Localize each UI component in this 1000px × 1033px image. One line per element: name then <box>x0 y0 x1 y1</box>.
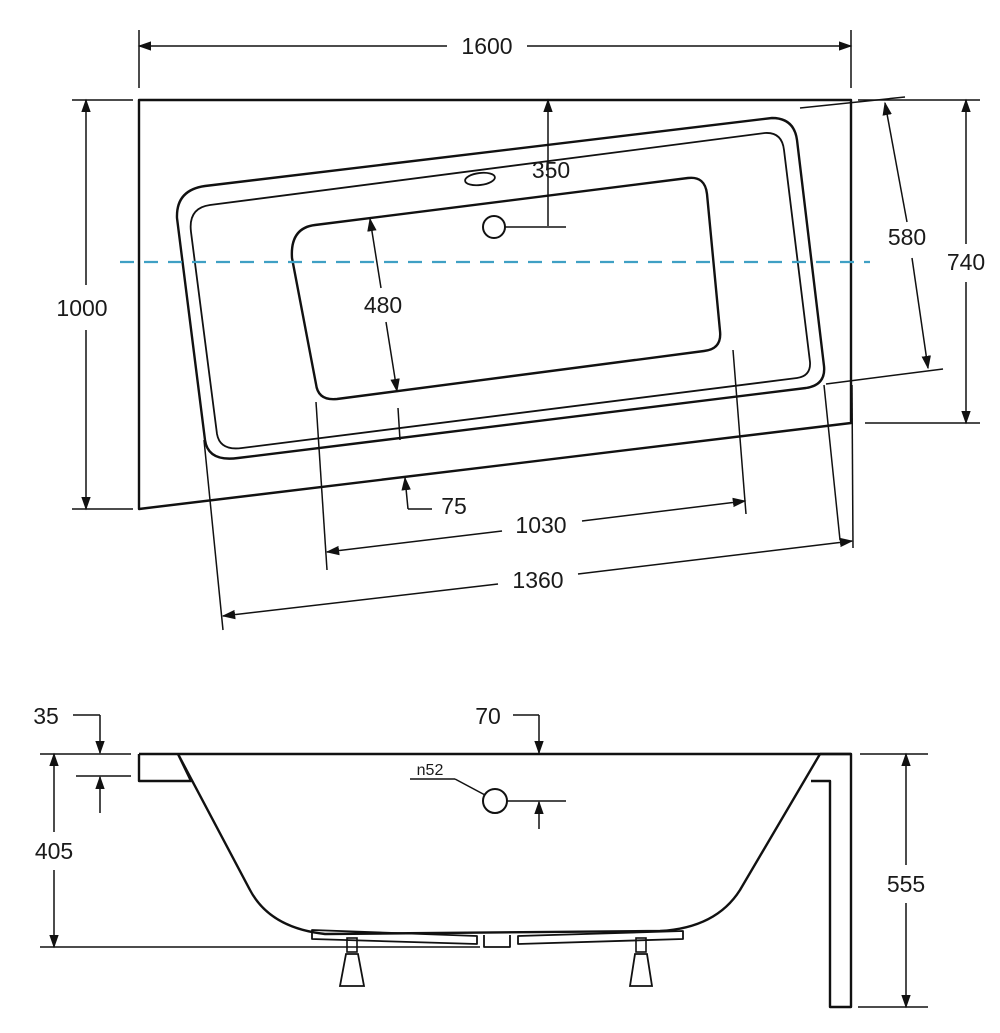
dimension-75: 75 <box>397 407 467 519</box>
support-rail-left <box>311 929 478 945</box>
dimension-1360: 1360 <box>203 384 854 631</box>
inner-width-label: 580 <box>888 224 926 250</box>
tub-rim-outline <box>175 116 826 460</box>
rim-thickness-label: 35 <box>33 703 59 729</box>
dimension-555: 555 <box>858 752 928 1009</box>
drain-offset-label: 350 <box>532 157 570 183</box>
dimension-350: 350 <box>505 98 570 228</box>
depth-label: 405 <box>35 838 73 864</box>
tub-body-profile <box>176 753 822 936</box>
dimension-580: 580 <box>799 96 944 385</box>
tub-basin-outline <box>290 176 722 401</box>
drain-diameter-callout: n52 <box>410 762 486 796</box>
drain-notch <box>483 935 511 948</box>
rim-offset-label: 70 <box>475 703 501 729</box>
tub-length-label: 1360 <box>512 567 563 593</box>
overflow-oval-icon <box>464 171 496 187</box>
dimension-480: 480 <box>364 217 402 393</box>
leg-left <box>338 937 366 987</box>
tub-width-label: 740 <box>947 249 985 275</box>
basin-width-label: 480 <box>364 292 402 318</box>
dimension-405: 405 <box>35 752 480 949</box>
support-rail-right <box>517 930 684 945</box>
basin-length-label: 1030 <box>515 512 566 538</box>
width-total-label: 1600 <box>461 33 512 59</box>
overflow-circle-icon <box>482 788 508 814</box>
dimension-740: 740 <box>858 98 985 425</box>
tub-apron-outline <box>137 98 853 511</box>
drain-diameter-label: n52 <box>417 762 444 779</box>
left-rim-block <box>137 753 193 783</box>
leg-right <box>628 937 654 987</box>
dimension-1600: 1600 <box>137 30 853 88</box>
drain-circle-icon <box>482 215 506 239</box>
tub-rim-inner-outline <box>189 132 811 450</box>
top-view: 1600 1000 740 580 <box>56 30 985 631</box>
front-panel <box>811 752 853 1009</box>
dimension-70: 70 <box>475 703 566 829</box>
height-total-label: 1000 <box>56 295 107 321</box>
total-height-label: 555 <box>887 871 925 897</box>
dimension-35: 35 <box>33 703 131 813</box>
dimension-1030: 1030 <box>315 349 854 571</box>
edge-offset-label: 75 <box>441 493 467 519</box>
dimension-1000: 1000 <box>56 98 133 511</box>
side-view: 35 405 70 n52 <box>33 703 928 1009</box>
